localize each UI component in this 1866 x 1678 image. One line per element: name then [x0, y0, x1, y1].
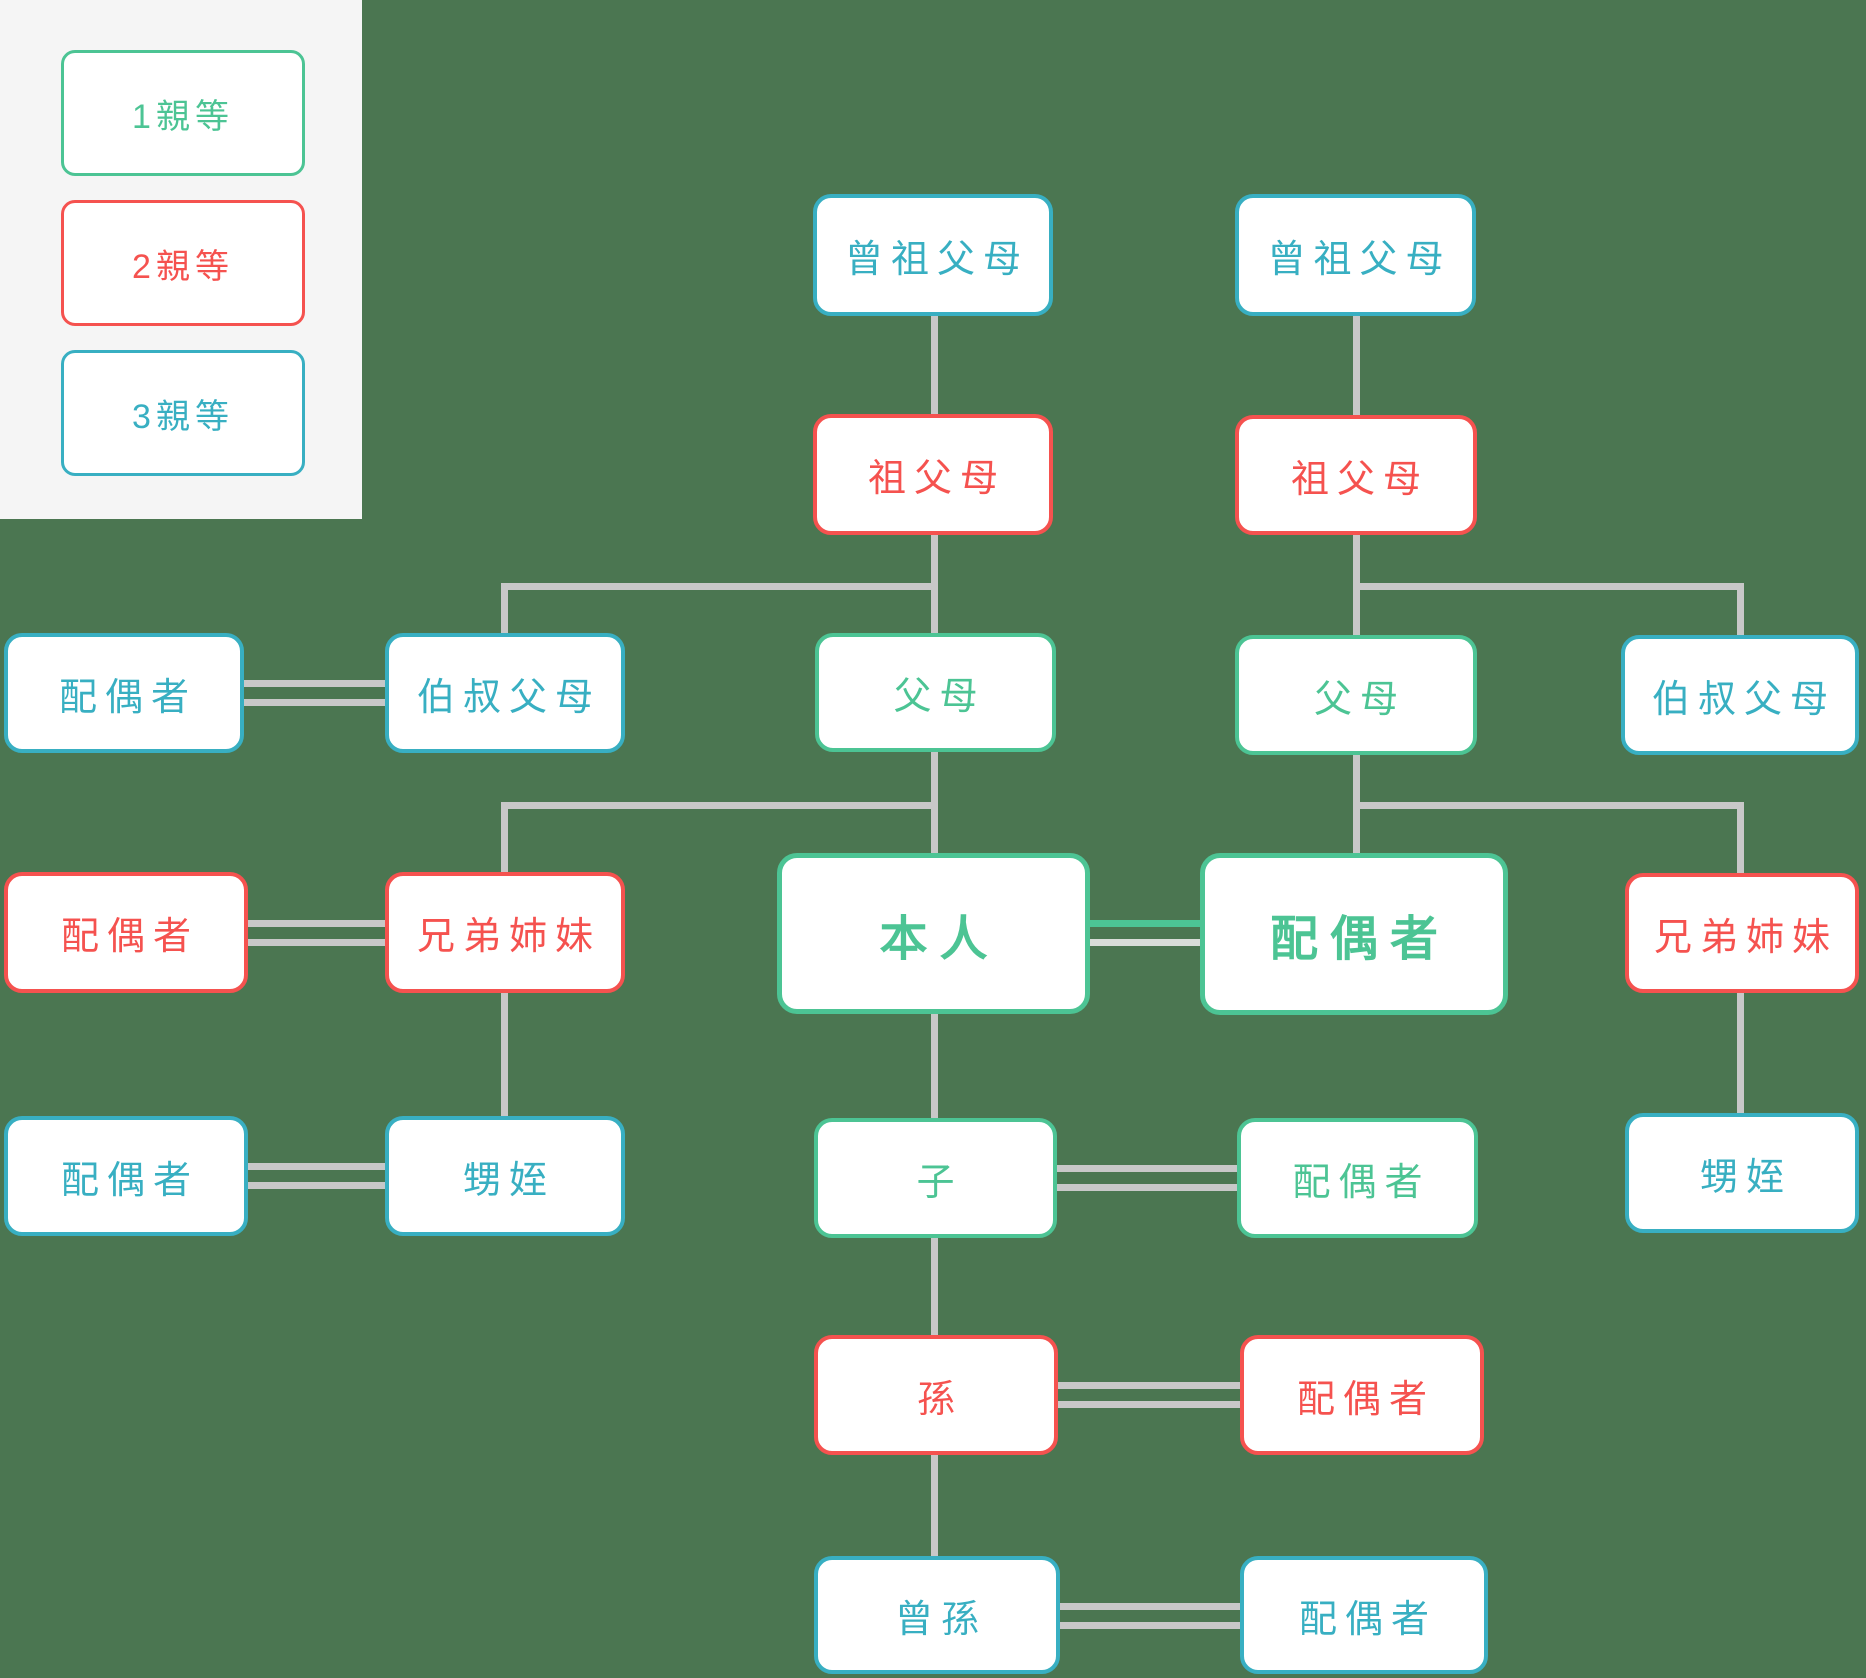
- legend-label-degree3: 3親等: [132, 397, 234, 436]
- legend-panel: 1親等 2親等 3親等: [0, 0, 362, 519]
- marriage-line-bottom: [248, 1182, 385, 1189]
- marriage-line-top: [248, 1163, 385, 1170]
- connector-line: [501, 583, 938, 590]
- node-spouse-of-uncle-aunt: 配偶者: [4, 633, 244, 753]
- node-child-spouse: 配偶者: [1237, 1118, 1478, 1238]
- marriage-line-top: [248, 920, 385, 927]
- marriage-line-top: [244, 680, 385, 687]
- marriage-line-bottom: [244, 699, 385, 706]
- marriage-line-bottom: [1060, 1622, 1240, 1629]
- connector-line: [1737, 993, 1744, 1113]
- marriage-line-bottom: [248, 939, 385, 946]
- connector-line: [1353, 809, 1360, 853]
- connector-line: [1737, 809, 1744, 873]
- node-great-grandchild-spouse: 配偶者: [1240, 1556, 1488, 1674]
- node-spouse-of-nephew-niece: 配偶者: [4, 1116, 248, 1236]
- node-great-grandchild: 曾孫: [814, 1556, 1060, 1674]
- node-child: 子: [814, 1118, 1057, 1238]
- connector-line: [501, 809, 508, 873]
- node-spouse: 配偶者: [1200, 853, 1508, 1015]
- connector-line: [1357, 583, 1744, 590]
- node-uncle-aunt-left: 伯叔父母: [385, 633, 625, 753]
- marriage-line-bottom: [1090, 939, 1200, 946]
- node-nephew-niece-right: 甥姪: [1625, 1113, 1859, 1233]
- connector-line: [1353, 535, 1360, 590]
- legend-label-degree2: 2親等: [132, 247, 234, 286]
- connector-line: [1353, 590, 1360, 635]
- node-nephew-niece-left: 甥姪: [385, 1116, 625, 1236]
- connector-line: [1353, 755, 1360, 809]
- connector-line: [501, 802, 938, 809]
- node-parents-right: 父母: [1235, 635, 1477, 755]
- node-grandparents-left: 祖父母: [813, 414, 1053, 535]
- node-uncle-aunt-right: 伯叔父母: [1621, 635, 1859, 755]
- marriage-line-top: [1057, 1165, 1237, 1172]
- node-siblings-left: 兄弟姉妹: [385, 872, 625, 993]
- legend-item-degree3: 3親等: [61, 350, 305, 476]
- node-grandchild-spouse: 配偶者: [1240, 1335, 1484, 1455]
- node-parents-left: 父母: [815, 633, 1056, 752]
- node-self: 本人: [777, 853, 1090, 1014]
- connector-line: [931, 1238, 938, 1335]
- legend-item-degree1: 1親等: [61, 50, 305, 176]
- connector-line: [931, 316, 938, 414]
- connector-line: [501, 590, 508, 633]
- connector-line: [1357, 802, 1744, 809]
- connector-line: [931, 590, 938, 633]
- connector-line: [931, 535, 938, 590]
- connector-line: [931, 1014, 938, 1118]
- connector-line: [1353, 316, 1360, 415]
- marriage-line-top: [1060, 1603, 1240, 1610]
- legend-item-degree2: 2親等: [61, 200, 305, 326]
- marriage-line-top: [1090, 920, 1200, 927]
- connector-line: [931, 752, 938, 809]
- node-great-grandparents-left: 曾祖父母: [813, 194, 1053, 316]
- marriage-line-bottom: [1058, 1401, 1240, 1408]
- connector-line: [931, 1455, 938, 1556]
- connector-line: [1737, 590, 1744, 635]
- connector-line: [501, 993, 508, 1116]
- node-spouse-of-sibling: 配偶者: [4, 872, 248, 993]
- marriage-line-bottom: [1057, 1184, 1237, 1191]
- connector-line: [931, 809, 938, 853]
- node-siblings-right: 兄弟姉妹: [1625, 873, 1859, 993]
- legend-label-degree1: 1親等: [132, 97, 234, 136]
- node-great-grandparents-right: 曾祖父母: [1235, 194, 1476, 316]
- node-grandparents-right: 祖父母: [1235, 415, 1477, 535]
- node-grandchild: 孫: [814, 1335, 1058, 1455]
- marriage-line-top: [1058, 1382, 1240, 1389]
